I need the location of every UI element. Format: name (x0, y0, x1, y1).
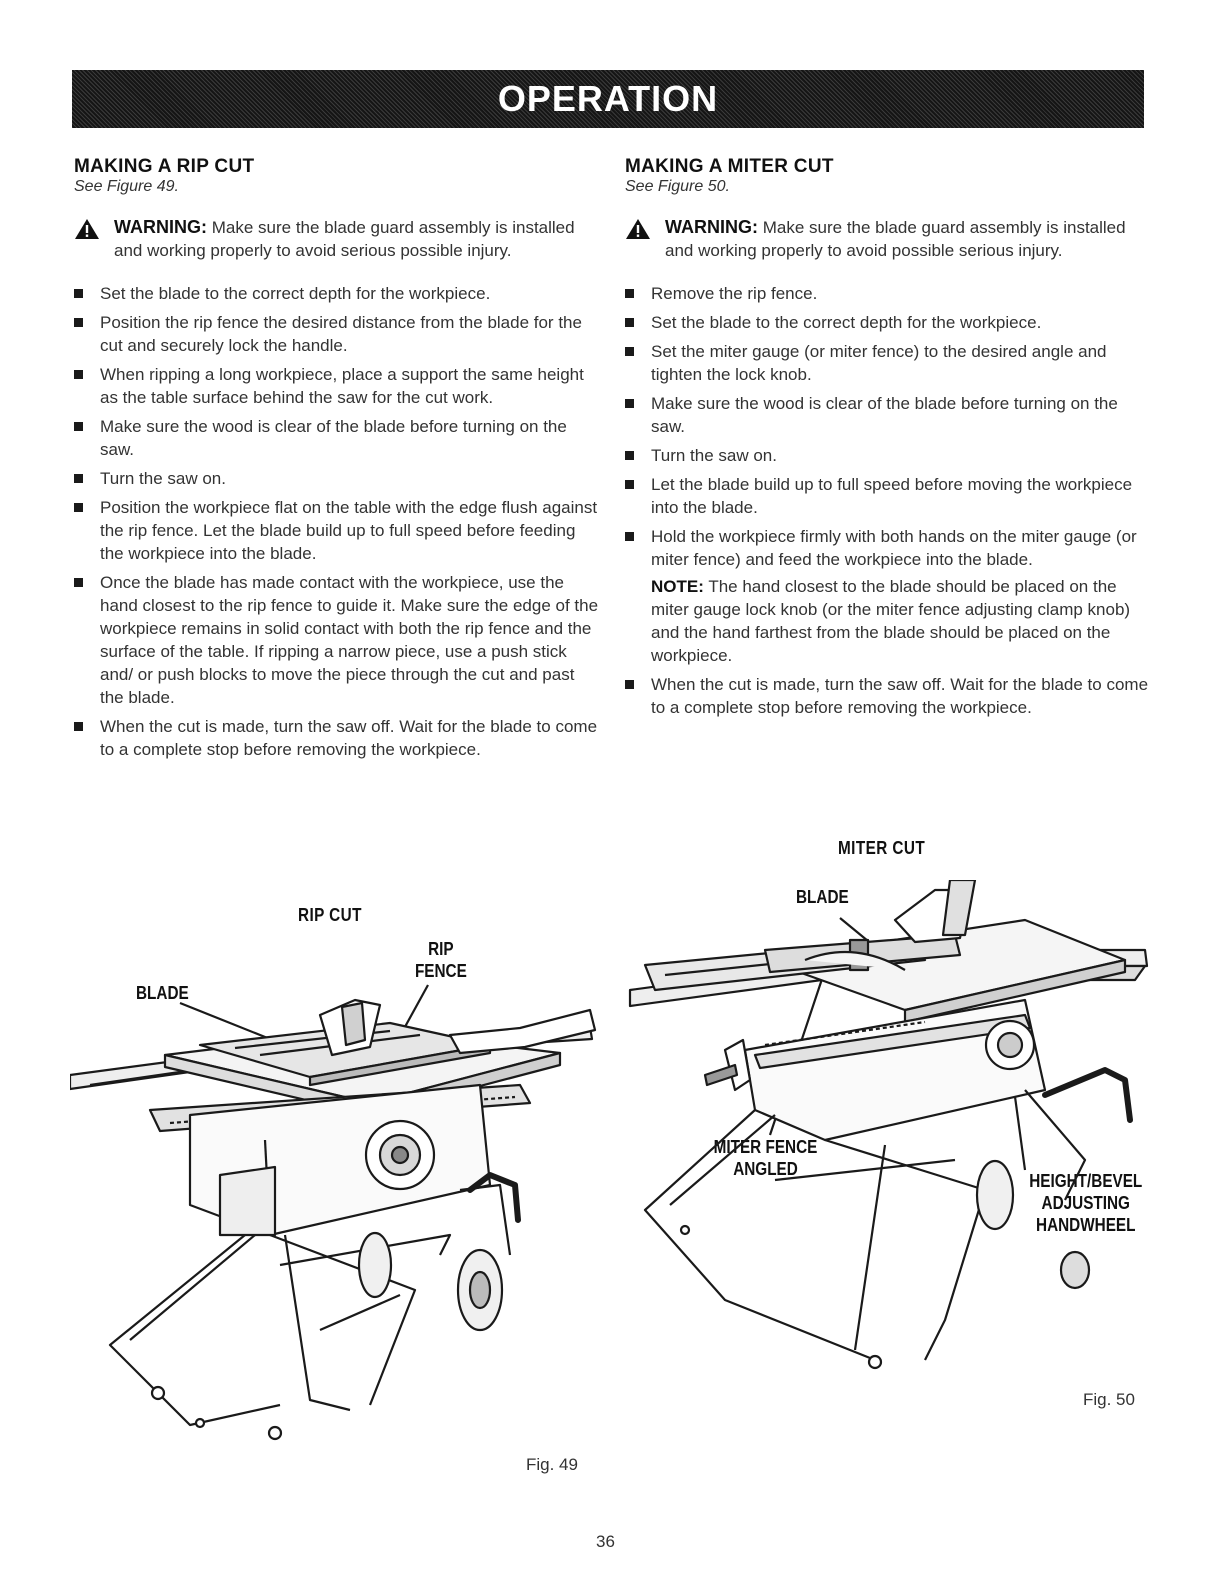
callout-blade: BLADE (796, 887, 849, 907)
rip-cut-section: MAKING A RIP CUT See Figure 49. WARNING:… (74, 156, 599, 767)
miter-steps-list-final: When the cut is made, turn the saw off. … (625, 673, 1150, 719)
miter-cut-saw-illustration (628, 880, 1149, 1370)
miter-see-figure: See Figure 50. (625, 178, 730, 195)
miter-steps-list: Remove the rip fence. Set the blade to t… (625, 282, 1150, 571)
fig-49-caption: Fig. 49 (526, 1455, 578, 1474)
list-item: Set the blade to the correct depth for t… (625, 311, 1150, 334)
list-item: Hold the workpiece firmly with both hand… (625, 525, 1150, 571)
rip-warning-label: WARNING: (114, 217, 207, 237)
section-banner: OPERATION (72, 70, 1144, 128)
list-item: Position the rip fence the desired dista… (74, 311, 599, 357)
list-item: Turn the saw on. (74, 467, 599, 490)
fig-50-caption: Fig. 50 (1083, 1390, 1135, 1409)
list-item: Turn the saw on. (625, 444, 1150, 467)
miter-warning-label: WARNING: (665, 217, 758, 237)
rip-see-figure: See Figure 49. (74, 178, 179, 195)
miter-cut-heading: MAKING A MITER CUT (625, 156, 834, 177)
list-item: When the cut is made, turn the saw off. … (625, 673, 1150, 719)
list-item: Once the blade has made contact with the… (74, 571, 599, 709)
rip-steps-list: Set the blade to the correct depth for t… (74, 282, 599, 761)
list-item: Make sure the wood is clear of the blade… (625, 392, 1150, 438)
rip-warning-text: Make sure the blade guard assembly is in… (114, 218, 575, 260)
list-item: Remove the rip fence. (625, 282, 1150, 305)
callout-blade: BLADE (136, 983, 189, 1003)
miter-figure-title: MITER CUT (838, 838, 926, 858)
list-item: Set the miter gauge (or miter fence) to … (625, 340, 1150, 386)
note-text: The hand closest to the blade should be … (651, 577, 1131, 665)
callout-handwheel: HEIGHT/BEVEL ADJUSTING HANDWHEEL (1029, 1171, 1143, 1235)
page-number: 36 (596, 1532, 615, 1551)
note-label: NOTE: (651, 577, 704, 596)
list-item: Make sure the wood is clear of the blade… (74, 415, 599, 461)
rip-warning: WARNING: Make sure the blade guard assem… (74, 216, 599, 262)
rip-figure-title: RIP CUT (298, 905, 362, 925)
callout-rip-fence: RIP FENCE (414, 939, 467, 981)
list-item: When the cut is made, turn the saw off. … (74, 715, 599, 761)
warning-triangle-icon (625, 216, 665, 245)
warning-triangle-icon (74, 216, 114, 245)
list-item: When ripping a long workpiece, place a s… (74, 363, 599, 409)
rip-cut-saw-illustration (70, 984, 597, 1441)
list-item: Let the blade build up to full speed bef… (625, 473, 1150, 519)
list-item: Position the workpiece flat on the table… (74, 496, 599, 565)
miter-cut-section: MAKING A MITER CUT See Figure 50. WARNIN… (625, 156, 1150, 725)
list-item: Set the blade to the correct depth for t… (74, 282, 599, 305)
section-title: OPERATION (497, 78, 719, 119)
miter-warning-text: Make sure the blade guard assembly is in… (665, 218, 1126, 260)
rip-cut-heading: MAKING A RIP CUT (74, 156, 255, 177)
callout-miter-fence-angled: MITER FENCE ANGLED (713, 1137, 818, 1179)
miter-note: NOTE: The hand closest to the blade shou… (625, 575, 1150, 667)
miter-warning: WARNING: Make sure the blade guard assem… (625, 216, 1150, 262)
